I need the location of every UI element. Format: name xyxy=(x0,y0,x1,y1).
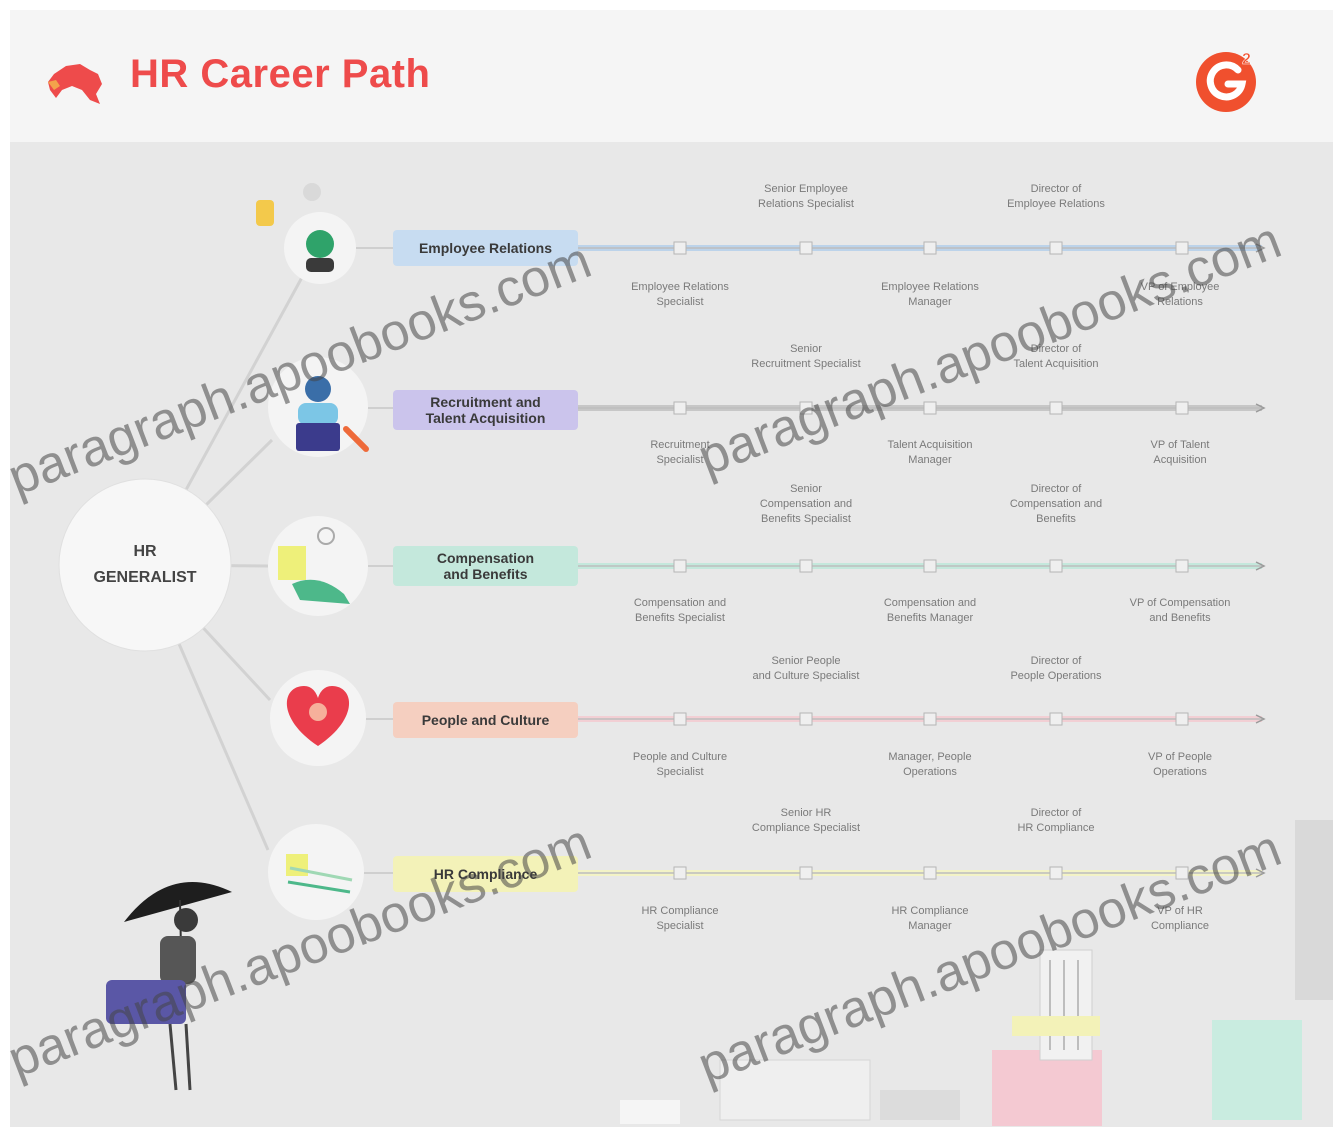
career-step-node xyxy=(673,559,687,573)
track-arrow xyxy=(1255,243,1266,253)
role-label: Director of Compensation and Benefits xyxy=(1009,483,1103,525)
track-lines xyxy=(578,243,1266,878)
role-label: Talent Acquisition Manager xyxy=(887,439,973,466)
track-name: HR Compliance xyxy=(433,866,538,882)
role-label: VP of Employee Relations xyxy=(1140,281,1220,308)
role-label: Director of Talent Acquisition xyxy=(1013,343,1099,370)
role-label: Employee Relations Manager xyxy=(881,281,979,308)
career-step-node xyxy=(799,866,813,880)
compensation-icon xyxy=(268,516,368,616)
track-recruitment[interactable]: Recruitment and Talent Acquisition xyxy=(393,390,578,430)
page-title: HR Career Path xyxy=(130,52,431,96)
generalist-label-line2: GENERALIST xyxy=(93,569,196,586)
track-arrow xyxy=(1255,868,1266,878)
role-label: Director of Employee Relations xyxy=(1007,183,1105,210)
map-logo-icon xyxy=(48,64,102,104)
track-employee-relations[interactable]: Employee Relations xyxy=(393,230,578,266)
role-label: Senior Recruitment Specialist xyxy=(751,343,861,370)
decorative-office-graphics xyxy=(620,820,1333,1126)
career-step-node xyxy=(1049,241,1063,255)
career-step-node xyxy=(1049,401,1063,415)
career-step-node xyxy=(673,866,687,880)
role-label: Senior People and Culture Specialist xyxy=(752,655,860,682)
role-label: Manager, People Operations xyxy=(888,751,972,778)
career-step-node xyxy=(1049,866,1063,880)
track-compensation[interactable]: Compensation and Benefits xyxy=(393,546,578,586)
career-step-node xyxy=(923,559,937,573)
track-arrow xyxy=(1255,714,1266,724)
career-step-node xyxy=(923,401,937,415)
role-label: HR Compliance Manager xyxy=(891,905,969,932)
track-name: Recruitment and Talent Acquisition xyxy=(425,394,546,426)
career-step-node xyxy=(799,241,813,255)
career-step-node xyxy=(673,712,687,726)
employee-relations-icon xyxy=(256,183,356,284)
recruiter-icon xyxy=(268,357,369,457)
career-step-node xyxy=(1175,866,1189,880)
role-label: Recruitment Specialist xyxy=(650,439,710,466)
diagram-canvas xyxy=(10,142,1333,1127)
woman-with-umbrella-illustration xyxy=(106,882,232,1091)
career-step-node xyxy=(1049,559,1063,573)
career-step-node xyxy=(923,712,937,726)
role-label: VP of Compensation and Benefits xyxy=(1129,597,1231,624)
career-step-node xyxy=(1175,241,1189,255)
career-step-node xyxy=(1175,712,1189,726)
role-label: Senior Employee Relations Specialist xyxy=(758,183,854,210)
role-label: Compensation and Benefits Specialist xyxy=(633,597,727,624)
track-arrow xyxy=(1255,561,1266,571)
career-step-node xyxy=(799,712,813,726)
role-label: VP of Talent Acquisition xyxy=(1150,439,1210,466)
track-name: Compensation and Benefits xyxy=(436,550,535,582)
track-hr-compliance[interactable]: HR Compliance xyxy=(393,856,578,892)
role-label: Compensation and Benefits Manager xyxy=(883,597,977,624)
role-label: VP of HR Compliance xyxy=(1150,905,1210,932)
career-step-node xyxy=(673,401,687,415)
track-nodes xyxy=(673,241,1189,880)
heart-icon xyxy=(270,670,366,766)
g2-logo-number: 2 xyxy=(1242,51,1251,68)
track-people-culture[interactable]: People and Culture xyxy=(393,702,578,738)
career-step-node xyxy=(673,241,687,255)
role-label: HR Compliance Specialist xyxy=(641,905,719,932)
track-name: Employee Relations xyxy=(418,240,553,256)
role-label: VP of People Operations xyxy=(1147,751,1212,778)
role-label: Director of People Operations xyxy=(1010,655,1102,682)
career-step-node xyxy=(1049,712,1063,726)
role-label: Senior Compensation and Benefits Special… xyxy=(759,483,853,525)
g2-logo-icon: 2 xyxy=(1196,51,1256,112)
career-step-node xyxy=(1175,559,1189,573)
role-label: People and Culture Specialist xyxy=(632,751,728,778)
role-label: Senior HR Compliance Specialist xyxy=(751,807,861,834)
role-label: Director of HR Compliance xyxy=(1017,807,1095,834)
career-step-node xyxy=(799,559,813,573)
generalist-label-line1: HR xyxy=(133,543,157,560)
career-step-node xyxy=(799,401,813,415)
track-arrow xyxy=(1255,403,1266,413)
role-label: Employee Relations Specialist xyxy=(631,281,729,308)
track-name: People and Culture xyxy=(421,712,550,728)
hr-generalist-node: HR GENERALIST xyxy=(58,478,232,652)
career-step-node xyxy=(923,866,937,880)
career-step-node xyxy=(1175,401,1189,415)
compliance-icon xyxy=(268,824,364,920)
career-step-node xyxy=(923,241,937,255)
header-bar xyxy=(10,10,1333,142)
